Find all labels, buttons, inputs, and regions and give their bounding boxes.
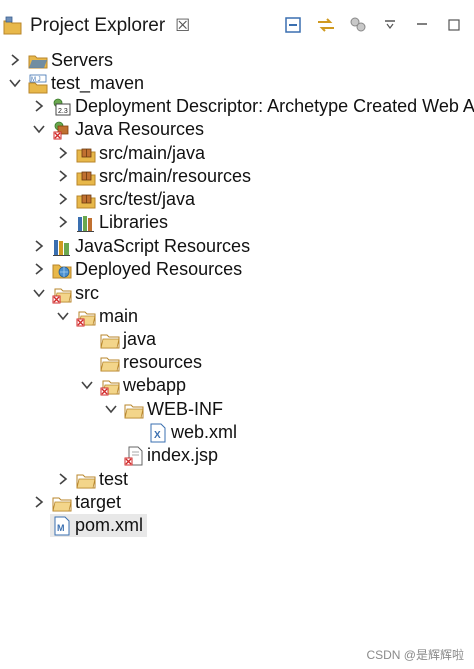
deployed-resources-icon: [52, 260, 72, 280]
folder-icon: [100, 330, 120, 350]
tree-item-label: webapp: [123, 375, 187, 395]
deployment-descriptor-icon: 2.3: [52, 97, 72, 117]
project-explorer-tab[interactable]: Project Explorer ☒: [0, 8, 190, 44]
chevron-down-icon[interactable]: [32, 286, 46, 300]
package-folder-icon: [76, 144, 96, 164]
chevron-right-icon[interactable]: [56, 215, 70, 229]
chevron-down-icon[interactable]: [80, 378, 94, 392]
tree-item-label: pom.xml: [75, 515, 144, 535]
error-folder-icon: [76, 307, 96, 327]
java-resources-icon: [52, 120, 72, 140]
tree-item-src-main-java[interactable]: src/main/java: [56, 142, 205, 165]
filters-icon[interactable]: [346, 13, 370, 37]
tree-item-deployed-resources[interactable]: Deployed Resources: [32, 258, 242, 281]
tree-item-test[interactable]: test: [56, 468, 128, 491]
svg-text:M J: M J: [31, 77, 41, 83]
chevron-right-icon[interactable]: [56, 472, 70, 486]
folder-icon: [52, 493, 72, 513]
tree-item-label: WEB-INF: [147, 399, 223, 419]
tree-item-label: web.xml: [171, 422, 238, 442]
chevron-right-icon[interactable]: [56, 146, 70, 160]
maven-pom-icon: M: [52, 516, 72, 536]
tree-item-label: test: [99, 469, 129, 489]
chevron-right-icon[interactable]: [56, 169, 70, 183]
tree-item-src[interactable]: src: [32, 282, 99, 305]
tree-item-resources[interactable]: resources: [100, 351, 202, 374]
watermark: CSDN @是辉辉啦: [366, 648, 464, 662]
view-title: Project Explorer: [30, 15, 166, 36]
folder-icon: [124, 400, 144, 420]
tree-item-servers[interactable]: Servers: [8, 49, 113, 72]
view-title-bar: Project Explorer ☒: [0, 0, 474, 44]
tree-item-label: Java Resources: [75, 119, 205, 139]
svg-text:M: M: [57, 523, 65, 533]
package-folder-icon: [76, 190, 96, 210]
chevron-right-icon[interactable]: [32, 495, 46, 509]
minimize-icon[interactable]: [410, 13, 434, 37]
tree-item-label: src/test/java: [99, 189, 196, 209]
svg-text:X: X: [154, 430, 161, 441]
close-view-icon[interactable]: ☒: [175, 16, 191, 35]
tree-item-label: Libraries: [99, 212, 169, 232]
maximize-icon[interactable]: [442, 13, 466, 37]
tree-item-label: java: [123, 329, 157, 349]
tree-item-javascript-resources[interactable]: JavaScript Resources: [32, 235, 250, 258]
tree-item-src-main-resources[interactable]: src/main/resources: [56, 165, 251, 188]
chevron-down-icon[interactable]: [8, 76, 22, 90]
tree-item-label: src/main/java: [99, 143, 206, 163]
tree-item-label: JavaScript Resources: [75, 236, 251, 256]
tree-item-webapp[interactable]: webapp: [80, 374, 186, 397]
project-explorer-icon: [2, 15, 24, 37]
javascript-resources-icon: [52, 237, 72, 257]
tree-item-pom-xml[interactable]: M pom.xml: [50, 514, 148, 537]
folder-icon: [28, 51, 48, 71]
libraries-icon: [76, 213, 96, 233]
tree-item-java-resources[interactable]: Java Resources: [32, 118, 204, 141]
tree-item-java[interactable]: java: [100, 328, 156, 351]
tree-item-deployment-descriptor[interactable]: 2.3 Deployment Descriptor: Archetype Cre…: [32, 95, 474, 118]
chevron-right-icon[interactable]: [32, 239, 46, 253]
tree-item-label: main: [99, 306, 139, 326]
jsp-error-file-icon: [124, 446, 144, 466]
folder-icon: [76, 470, 96, 490]
tree-item-web-inf[interactable]: WEB-INF: [104, 398, 223, 421]
link-with-editor-icon[interactable]: [314, 13, 338, 37]
tree-item-libraries[interactable]: Libraries: [56, 211, 168, 234]
tree-item-label: Servers: [51, 50, 114, 70]
tree-item-test-maven[interactable]: M J test_maven: [8, 72, 144, 95]
tree-item-web-xml[interactable]: X web.xml: [148, 421, 237, 444]
error-folder-icon: [52, 284, 72, 304]
folder-icon: [100, 353, 120, 373]
xml-file-icon: X: [148, 423, 168, 443]
chevron-right-icon[interactable]: [56, 192, 70, 206]
chevron-down-icon[interactable]: [32, 122, 46, 136]
tree-item-label: index.jsp: [147, 445, 219, 465]
error-folder-icon: [100, 376, 120, 396]
view-menu-icon[interactable]: [378, 13, 402, 37]
chevron-down-icon[interactable]: [56, 309, 70, 323]
tree-item-label: Deployed Resources: [75, 259, 243, 279]
svg-text:2.3: 2.3: [58, 108, 68, 115]
tree-item-main[interactable]: main: [56, 305, 138, 328]
tree-item-index-jsp[interactable]: index.jsp: [124, 444, 218, 467]
chevron-down-icon[interactable]: [104, 402, 118, 416]
tree-item-target[interactable]: target: [32, 491, 121, 514]
tree-item-label: resources: [123, 352, 203, 372]
tree-item-label: Deployment Descriptor: Archetype Created…: [75, 96, 474, 116]
tree-item-label: src: [75, 283, 99, 303]
package-folder-icon: [76, 167, 96, 187]
maven-project-icon: M J: [28, 74, 48, 94]
tree-item-label: src/main/resources: [99, 166, 252, 186]
view-toolbar: [274, 10, 474, 40]
tree-item-label: test_maven: [51, 73, 145, 93]
tree-item-src-test-java[interactable]: src/test/java: [56, 188, 195, 211]
tree-item-label: target: [75, 492, 122, 512]
chevron-right-icon[interactable]: [32, 262, 46, 276]
chevron-right-icon[interactable]: [8, 53, 22, 67]
collapse-all-icon[interactable]: [282, 13, 306, 37]
chevron-right-icon[interactable]: [32, 99, 46, 113]
